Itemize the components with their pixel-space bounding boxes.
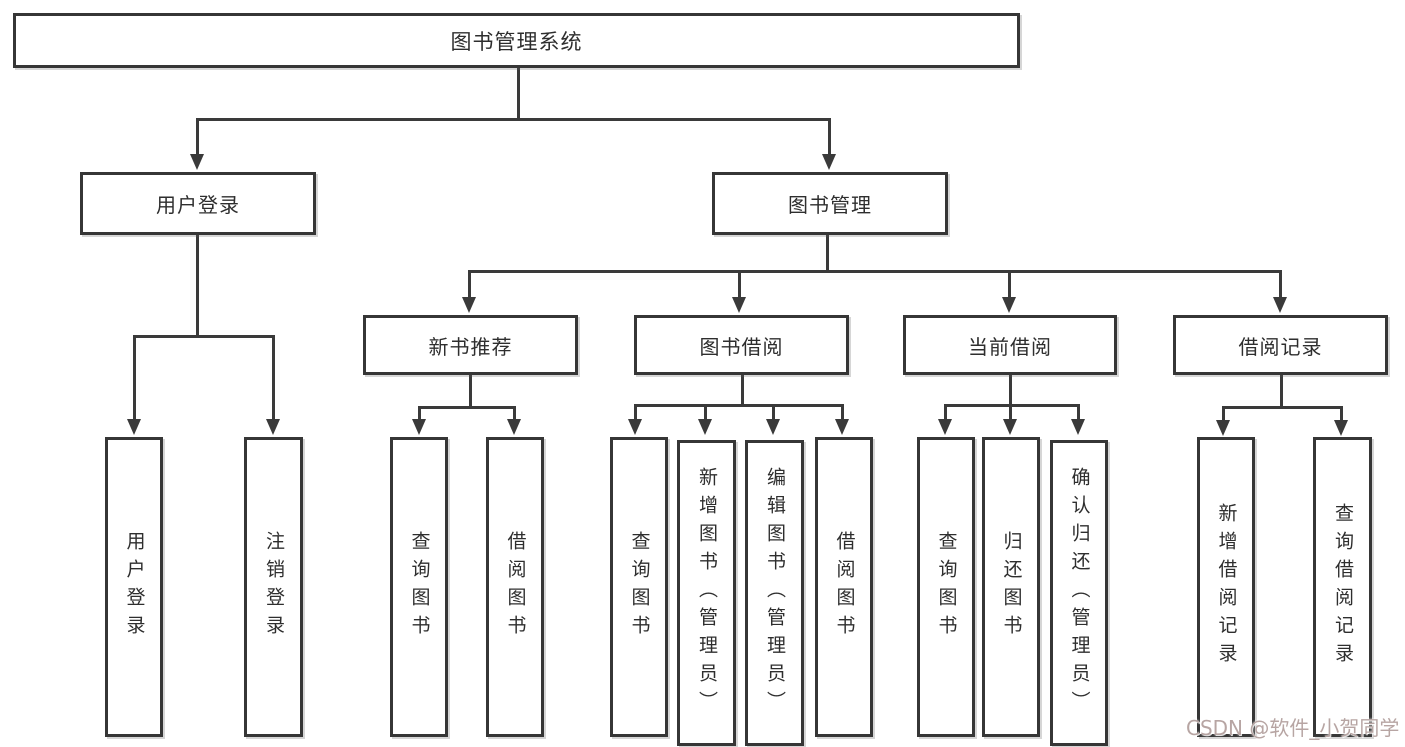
- node-library-system: 图书管理系统: [13, 13, 1020, 68]
- node-borrowing-records: 借阅记录: [1173, 315, 1388, 375]
- line: [196, 118, 199, 156]
- leaf-bb-add-books-admin: 新增图书（管理员）: [677, 440, 736, 746]
- line: [841, 404, 844, 421]
- line: [1222, 406, 1225, 421]
- line: [828, 118, 831, 156]
- line: [418, 406, 421, 421]
- arrowhead: [412, 419, 426, 435]
- arrowhead: [266, 419, 280, 435]
- leaf-rec-borrow-books: 借阅图书: [486, 437, 544, 737]
- leaf-cb-return-books: 归还图书: [982, 437, 1040, 737]
- node-book-borrowing: 图书借阅: [634, 315, 849, 375]
- line: [468, 270, 471, 299]
- leaf-user-login: 用户登录: [105, 437, 163, 737]
- arrowhead: [1002, 297, 1016, 313]
- arrowhead: [835, 419, 849, 435]
- leaf-bb-borrow-books: 借阅图书: [815, 437, 873, 737]
- arrowhead: [766, 419, 780, 435]
- line: [704, 404, 707, 421]
- csdn-watermark: CSDN @软件_小贺同学: [1186, 716, 1400, 740]
- arrowhead: [507, 419, 521, 435]
- arrowhead: [1071, 419, 1085, 435]
- leaf-br-add-record: 新增借阅记录: [1197, 437, 1255, 737]
- line: [738, 270, 741, 299]
- line: [1222, 406, 1342, 409]
- arrowhead: [1003, 419, 1017, 435]
- line: [517, 68, 520, 120]
- line: [1009, 404, 1012, 421]
- arrowhead: [938, 419, 952, 435]
- arrowhead: [698, 419, 712, 435]
- arrowhead: [1334, 420, 1348, 436]
- node-book-management: 图书管理: [712, 172, 948, 235]
- node-current-borrowing: 当前借阅: [903, 315, 1117, 375]
- arrowhead: [127, 419, 141, 435]
- node-user-login: 用户登录: [80, 172, 316, 235]
- line: [944, 404, 947, 421]
- line: [133, 335, 274, 338]
- line: [826, 235, 829, 272]
- line: [1280, 375, 1283, 408]
- leaf-bb-edit-books-admin: 编辑图书（管理员）: [745, 440, 804, 746]
- leaf-logout: 注销登录: [244, 437, 303, 737]
- arrowhead: [822, 154, 836, 170]
- line: [1008, 270, 1011, 299]
- arrowhead: [190, 154, 204, 170]
- leaf-br-query-record: 查询借阅记录: [1313, 437, 1372, 737]
- arrowhead: [462, 297, 476, 313]
- leaf-rec-query-books: 查询图书: [390, 437, 448, 737]
- line: [634, 404, 637, 421]
- line: [133, 335, 136, 421]
- arrowhead: [628, 419, 642, 435]
- line: [1077, 404, 1080, 421]
- leaf-bb-query-books: 查询图书: [610, 437, 668, 737]
- arrowhead: [1273, 297, 1287, 313]
- line: [1009, 375, 1012, 406]
- line: [1340, 406, 1343, 421]
- leaf-cb-confirm-return-admin: 确认归还（管理员）: [1050, 440, 1108, 746]
- line: [1279, 270, 1282, 299]
- line: [513, 406, 516, 421]
- line: [468, 270, 1282, 273]
- line: [772, 404, 775, 421]
- line: [741, 375, 744, 406]
- line: [196, 118, 831, 121]
- node-new-book-recommend: 新书推荐: [363, 315, 578, 375]
- leaf-cb-query-books: 查询图书: [917, 437, 975, 737]
- line: [272, 335, 275, 421]
- line: [418, 406, 515, 409]
- line: [469, 375, 472, 408]
- line: [196, 235, 199, 337]
- arrowhead: [1216, 420, 1230, 436]
- line: [634, 404, 843, 407]
- arrowhead: [732, 297, 746, 313]
